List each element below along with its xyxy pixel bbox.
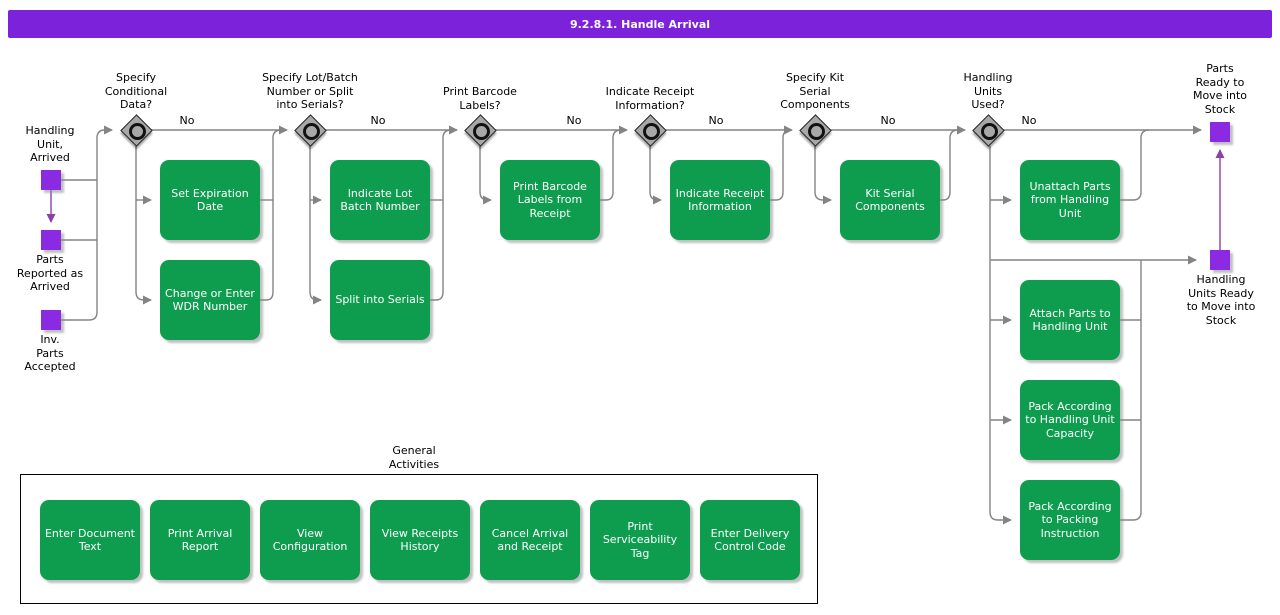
no-branch-label: No <box>370 114 386 127</box>
task-view-configuration[interactable]: View Configuration <box>260 500 360 580</box>
gateway-specify-lot-batch[interactable] <box>294 114 327 147</box>
event-label-parts-reported-as-arrived: Parts Reported as Arrived <box>16 253 84 293</box>
no-branch-label: No <box>880 114 896 127</box>
diagram-title: 9.2.8.1. Handle Arrival <box>569 17 711 31</box>
gateway-circle-icon <box>303 123 320 140</box>
gateway-label-specify-lot-batch: Specify Lot/Batch Number or Split into S… <box>262 71 358 111</box>
event-parts-ready-to-move-into-stock[interactable] <box>1210 122 1230 142</box>
task-unattach-parts-from-handling-unit[interactable]: Unattach Parts from Handling Unit <box>1020 160 1120 240</box>
no-branch-label: No <box>179 114 195 127</box>
event-inv-parts-accepted[interactable] <box>41 310 61 330</box>
task-print-serviceability-tag[interactable]: Print Serviceability Tag <box>590 500 690 580</box>
gateway-indicate-receipt-information[interactable] <box>634 114 667 147</box>
event-handling-unit-arrived[interactable] <box>41 170 61 190</box>
gateway-label-specify-kit-serial: Specify Kit Serial Components <box>780 71 850 111</box>
gateway-circle-icon <box>129 123 146 140</box>
task-kit-serial-components[interactable]: Kit Serial Components <box>840 160 940 240</box>
task-indicate-lot-batch-number[interactable]: Indicate Lot Batch Number <box>330 160 430 240</box>
gateway-specify-kit-serial[interactable] <box>799 114 832 147</box>
task-enter-document-text[interactable]: Enter Document Text <box>40 500 140 580</box>
gateway-print-barcode-labels[interactable] <box>464 114 497 147</box>
gateway-circle-icon <box>473 123 490 140</box>
gateway-label-print-barcode-labels: Print Barcode Labels? <box>443 85 517 112</box>
no-branch-label: No <box>566 114 582 127</box>
gateway-specify-conditional-data[interactable] <box>120 114 153 147</box>
event-label-handling-units-ready-to-move-into-stock: Handling Units Ready to Move into Stock <box>1186 273 1256 327</box>
general-activities-label: General Activities <box>388 444 440 471</box>
task-pack-according-to-handling-unit-capacity[interactable]: Pack According to Handling Unit Capacity <box>1020 380 1120 460</box>
task-print-barcode-labels-from-receipt[interactable]: Print Barcode Labels from Receipt <box>500 160 600 240</box>
task-attach-parts-to-handling-unit[interactable]: Attach Parts to Handling Unit <box>1020 280 1120 360</box>
event-label-inv-parts-accepted: Inv. Parts Accepted <box>24 333 76 373</box>
task-change-or-enter-wdr-number[interactable]: Change or Enter WDR Number <box>160 260 260 340</box>
gateway-handling-units-used[interactable] <box>972 114 1005 147</box>
task-set-expiration-date[interactable]: Set Expiration Date <box>160 160 260 240</box>
event-handling-units-ready-to-move-into-stock[interactable] <box>1210 250 1230 270</box>
task-indicate-receipt-information[interactable]: Indicate Receipt Information <box>670 160 770 240</box>
no-branch-label: No <box>1021 114 1037 127</box>
no-branch-label: No <box>708 114 724 127</box>
event-parts-reported-as-arrived[interactable] <box>41 230 61 250</box>
gateway-label-handling-units-used: Handling Units Used? <box>963 71 1013 111</box>
diagram-title-banner: 9.2.8.1. Handle Arrival <box>8 10 1272 38</box>
gateway-label-specify-conditional-data: Specify Conditional Data? <box>104 71 168 111</box>
task-view-receipts-history[interactable]: View Receipts History <box>370 500 470 580</box>
task-enter-delivery-control-code[interactable]: Enter Delivery Control Code <box>700 500 800 580</box>
gateway-label-indicate-receipt-information: Indicate Receipt Information? <box>605 85 695 112</box>
task-split-into-serials[interactable]: Split into Serials <box>330 260 430 340</box>
task-cancel-arrival-and-receipt[interactable]: Cancel Arrival and Receipt <box>480 500 580 580</box>
gateway-circle-icon <box>643 123 660 140</box>
task-pack-according-to-packing-instruction[interactable]: Pack According to Packing Instruction <box>1020 480 1120 560</box>
event-label-handling-unit-arrived: Handling Unit, Arrived <box>25 124 75 164</box>
event-label-parts-ready-to-move-into-stock: Parts Ready to Move into Stock <box>1192 62 1248 116</box>
task-print-arrival-report[interactable]: Print Arrival Report <box>150 500 250 580</box>
gateway-circle-icon <box>981 123 998 140</box>
gateway-circle-icon <box>808 123 825 140</box>
